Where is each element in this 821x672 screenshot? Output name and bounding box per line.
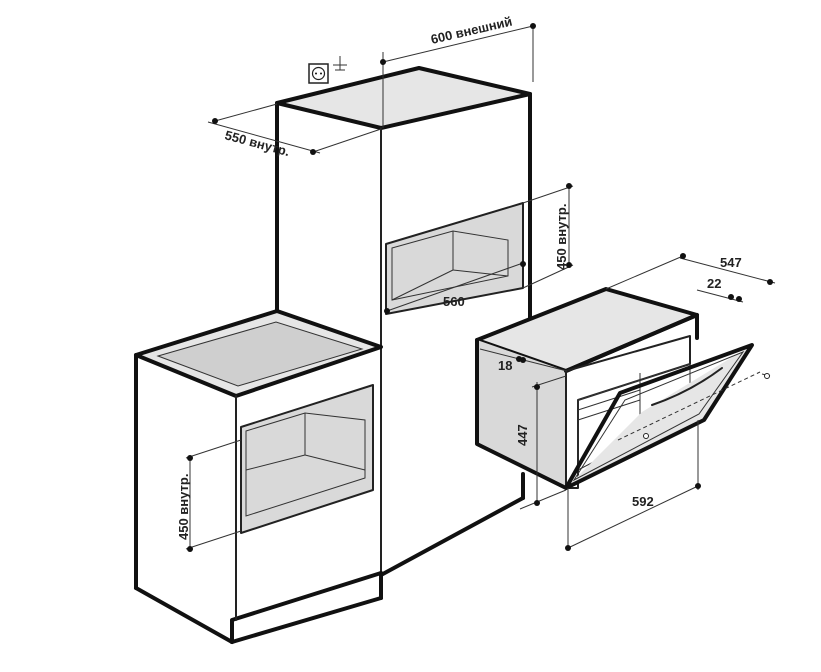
ground-symbol-icon [333,56,347,71]
base-cabinet [134,309,383,644]
screw-icon [643,433,649,439]
dimension-lines [185,23,776,552]
label-panel-thickness: 18 [498,358,512,373]
label-outer-width: 600 внешний [429,14,513,47]
label-front-offset: 22 [707,276,721,291]
screw-icon [761,373,771,379]
oven-appliance [475,287,761,490]
label-appliance-depth: 547 [720,255,742,270]
label-upper-niche-height: 450 внутр. [554,204,569,270]
lower-niche [240,384,374,534]
label-upper-niche-width: 560 [443,294,465,309]
power-socket-icon [308,63,329,84]
label-appliance-height: 447 [515,424,530,446]
label-lower-niche-height: 450 внутр. [176,474,191,540]
label-inner-depth: 550 внутр. [223,127,291,159]
label-appliance-width: 592 [632,494,654,509]
